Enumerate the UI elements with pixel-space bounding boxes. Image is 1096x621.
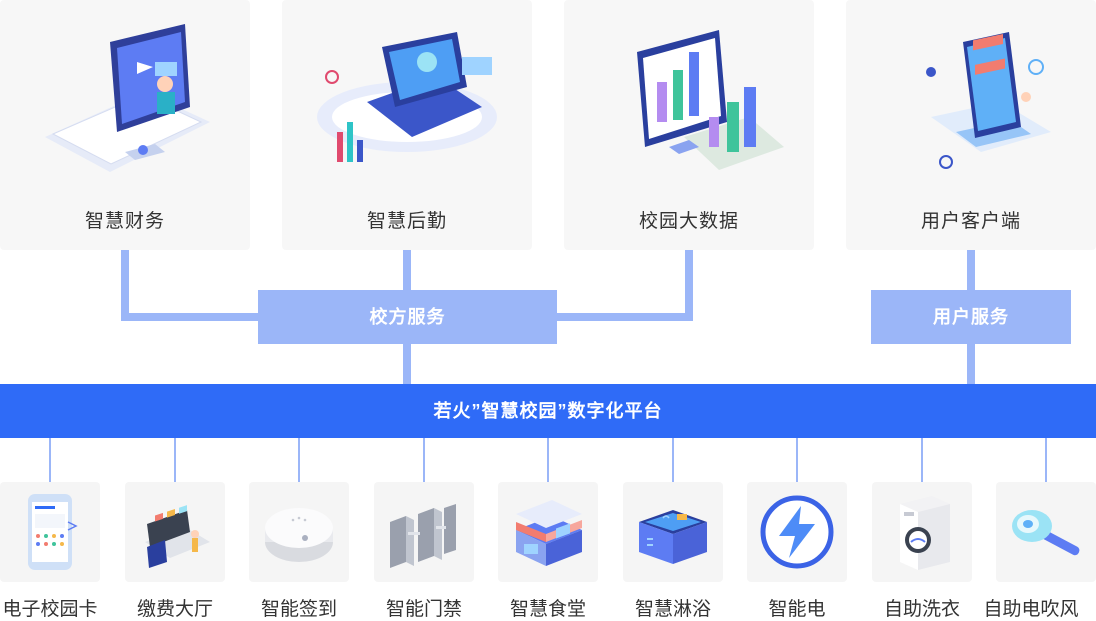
connector-line [298, 438, 300, 482]
connector-line [423, 438, 425, 482]
connector-line [49, 438, 51, 482]
module-card-client[interactable]: 用户客户端 [846, 0, 1096, 250]
connector-line [403, 344, 411, 384]
platform-bar: 若火”智慧校园”数字化平台 [0, 384, 1096, 438]
connector-line [1045, 438, 1047, 482]
connector-line [547, 438, 549, 482]
module-label: 智能签到 [260, 599, 337, 620]
washing-machine-icon [900, 496, 950, 570]
payment-counter-icon [145, 505, 210, 568]
connector-line [921, 438, 923, 482]
connector-line [557, 313, 693, 321]
connector-line [121, 313, 258, 321]
module-card-electricity[interactable] [747, 482, 847, 582]
module-card-access-gate[interactable] [374, 482, 474, 582]
module-card-canteen[interactable] [498, 482, 598, 582]
module-label: 智慧淋浴 [634, 599, 711, 620]
module-label: 智慧食堂 [509, 599, 586, 620]
lightning-bolt-icon [760, 495, 834, 569]
module-card-campus-card[interactable] [0, 482, 100, 582]
module-card-bigdata[interactable]: 校园大数据 [564, 0, 814, 250]
connector-line [121, 250, 129, 321]
user-service-box: 用户服务 [871, 290, 1071, 344]
module-label: 智能电 [768, 599, 826, 620]
module-label: 自助洗衣 [883, 599, 960, 620]
connector-line [796, 438, 798, 482]
connector-line [967, 344, 975, 384]
module-card-logistics[interactable]: 智慧后勤 [282, 0, 532, 250]
module-label: 智能门禁 [385, 599, 462, 620]
module-label: 智慧财务 [84, 211, 165, 232]
school-service-box: 校方服务 [258, 290, 557, 344]
laptop-dashboard-illustration [317, 32, 497, 162]
module-label: 缴费大厅 [136, 599, 213, 620]
gate-turnstile-icon [390, 504, 456, 568]
module-card-shower[interactable] [623, 482, 723, 582]
connector-line [403, 250, 411, 290]
module-label: 电子校园卡 [2, 599, 98, 620]
module-label: 自助电吹风 [983, 599, 1079, 620]
smartphone-illustration [926, 32, 1051, 169]
module-card-smart-checkin[interactable] [249, 482, 349, 582]
phone-app-icon [28, 494, 78, 570]
module-card-hair-dryer[interactable] [996, 482, 1096, 582]
connector-line [672, 438, 674, 482]
checkin-device-icon [265, 508, 333, 562]
hair-dryer-icon [1012, 510, 1080, 556]
module-card-finance[interactable]: 智慧财务 [0, 0, 250, 250]
connector-line [967, 250, 975, 290]
module-card-payment-hall[interactable] [125, 482, 225, 582]
connector-line [174, 438, 176, 482]
module-label: 智慧后勤 [366, 211, 447, 232]
shop-canteen-icon [516, 500, 582, 566]
module-label: 用户客户端 [920, 211, 1021, 232]
bath-tub-icon [639, 510, 707, 564]
module-card-laundry[interactable] [872, 482, 972, 582]
module-label: 校园大数据 [638, 211, 739, 232]
connector-line [685, 250, 693, 321]
laptop-video-illustration [45, 24, 210, 172]
monitor-chart-illustration [637, 30, 784, 170]
